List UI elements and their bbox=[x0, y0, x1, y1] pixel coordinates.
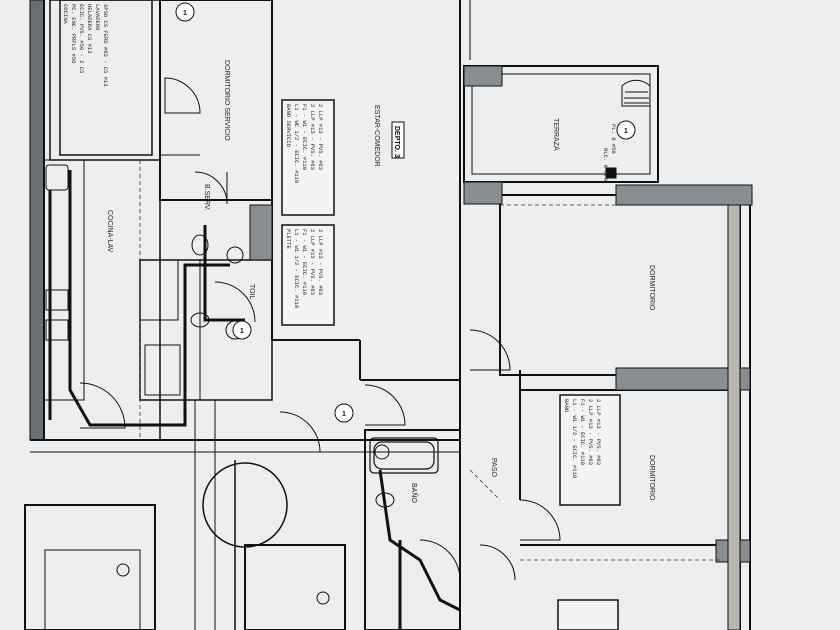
dorm-note-2: F1 - W1 - ECIC. #110 bbox=[579, 399, 586, 465]
depto-box bbox=[391, 121, 405, 159]
walls bbox=[24, 0, 751, 630]
kitchen-counter bbox=[43, 159, 181, 401]
room-label-terraza: TERRAZA bbox=[552, 118, 559, 151]
marker-dorm-servicio bbox=[175, 2, 195, 22]
coc-note-4: LAVADERO bbox=[94, 4, 101, 31]
room-label-depto: DEPTO. 3 bbox=[393, 126, 400, 158]
dashed-lines bbox=[139, 160, 720, 561]
coc-note-0: COCINA bbox=[62, 4, 69, 25]
coc-note-2: ECIC. PVS. #50 - 2 CS bbox=[78, 4, 85, 74]
dorm-note-1: L1 - W1 1/2 - ECIC. #110 bbox=[571, 399, 578, 478]
plumbing bbox=[48, 170, 461, 630]
detail-circle bbox=[202, 462, 288, 548]
marker-paso bbox=[334, 403, 354, 423]
fuente-note-1: L1 - W1 1/2 - ECIC. #110 bbox=[293, 229, 300, 308]
fixtures bbox=[116, 234, 395, 605]
note-texts: BAÑO SERVICIO L1 - WC 1/2 - ECIC. #110 F… bbox=[62, 4, 617, 478]
room-labels: DORMITORIO SERVICIO ESTAR-COMEDOR DEPTO.… bbox=[106, 60, 655, 503]
terr-note-1: RLC. 8 8/9 bbox=[602, 148, 609, 181]
stair-circle bbox=[605, 79, 651, 179]
room-label-bano: BAÑO bbox=[410, 483, 419, 503]
serv-note-4: 2 LLP #13 - PVS. #63 bbox=[317, 104, 324, 170]
coc-note-1: PC. ENC. PRFLS #50 bbox=[70, 4, 77, 63]
marker-label: 1 bbox=[183, 10, 187, 17]
hatched-walls bbox=[249, 65, 753, 630]
terr-note-0: PL. 8 #50 bbox=[610, 124, 617, 154]
fuente-note-3: 2 LLP #13 - PVS. #63 bbox=[309, 229, 316, 295]
room-label-cocina: COCINA-LAV bbox=[106, 210, 113, 253]
coc-note-3: HELADERA CS #13 bbox=[86, 4, 93, 54]
marker-label: 1 bbox=[342, 411, 346, 418]
room-markers: 1 1 1 1 bbox=[175, 2, 636, 423]
serv-note-1: L1 - WC 1/2 - ECIC. #110 bbox=[293, 104, 300, 183]
dorm-note-4: 2 LLP #13 - PVS. #63 bbox=[595, 399, 602, 465]
serv-note-3: 2 LLP #13 - PVS. #63 bbox=[309, 104, 316, 170]
fuente-note-4: 2 LLP #13 - PVS. #63 bbox=[317, 229, 324, 295]
room-label-estar-comedor: ESTAR-COMEDOR bbox=[373, 105, 380, 167]
door-swings bbox=[79, 77, 561, 581]
room-label-dormitorio-1: DORMITORIO bbox=[648, 265, 655, 311]
fuente-note-2: F1 - W1 - ECIC. #110 bbox=[301, 229, 308, 295]
marker-toilet bbox=[232, 320, 252, 340]
dorm-note-3: 2 LLP #13 - PVS. #63 bbox=[587, 399, 594, 465]
coc-note-5: SPSO CS FERD #63 - CS #13 bbox=[102, 4, 109, 87]
room-label-bano-serv: B.SERV. bbox=[203, 184, 210, 211]
bathtub bbox=[369, 437, 439, 474]
room-label-dormitorio-servicio: DORMITORIO SERVICIO bbox=[223, 60, 230, 141]
fuente-note-0: PLETTE bbox=[285, 229, 292, 250]
room-label-dormitorio-2: DORMITORIO bbox=[648, 455, 655, 501]
room-label-paso: PASO bbox=[490, 458, 497, 477]
room-label-toilet: TOIL bbox=[248, 284, 255, 300]
marker-label: 1 bbox=[624, 128, 628, 135]
marker-terraza bbox=[616, 120, 636, 140]
serv-note-0: BAÑO SERVICIO bbox=[285, 104, 292, 148]
dorm-note-0: BAÑO bbox=[563, 399, 570, 413]
marker-label: 1 bbox=[240, 328, 244, 335]
serv-note-2: F1 - W1 - ECIC. #110 bbox=[301, 104, 308, 170]
note-boxes bbox=[59, 0, 621, 630]
